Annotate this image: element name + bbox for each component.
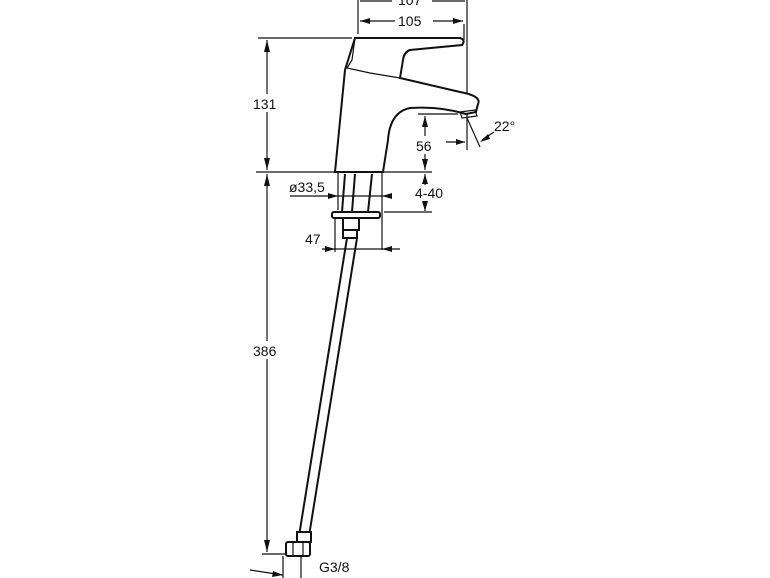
dimension-47: 47 [305,231,400,252]
dimension-label-spout-angle: 22° [494,118,515,134]
dimension-label-connection-thread: G3/8 [319,559,350,575]
dimension-105: 105 [360,12,463,29]
dimension-deck-thickness: 4-40 [384,174,450,213]
faucet-shank [331,172,383,252]
dimension-386: 386 [250,174,288,555]
dimension-thread: G3/8 [249,556,350,578]
dimension-label-spout-clearance: 56 [416,138,432,154]
dimension-diameter: ø33,5 [289,179,392,199]
dimension-label-base-diameter: ø33,5 [289,179,325,195]
dimension-131: 131 [250,40,282,170]
dimension-107: 107 [360,0,465,8]
connection-hose [285,237,358,557]
dimension-label-fixing-width: 47 [305,231,321,247]
dimension-22-degrees: 22° [446,117,515,148]
dimension-56: 56 [414,113,458,170]
faucet-body [333,37,480,173]
dimension-label-hose-length: 386 [253,343,277,359]
dimension-label-spout-reach: 105 [398,13,422,29]
dimension-label-overall-reach: 107 [398,0,422,8]
dimension-label-deck-thickness: 4-40 [415,185,443,201]
dimension-label-height: 131 [253,96,277,112]
